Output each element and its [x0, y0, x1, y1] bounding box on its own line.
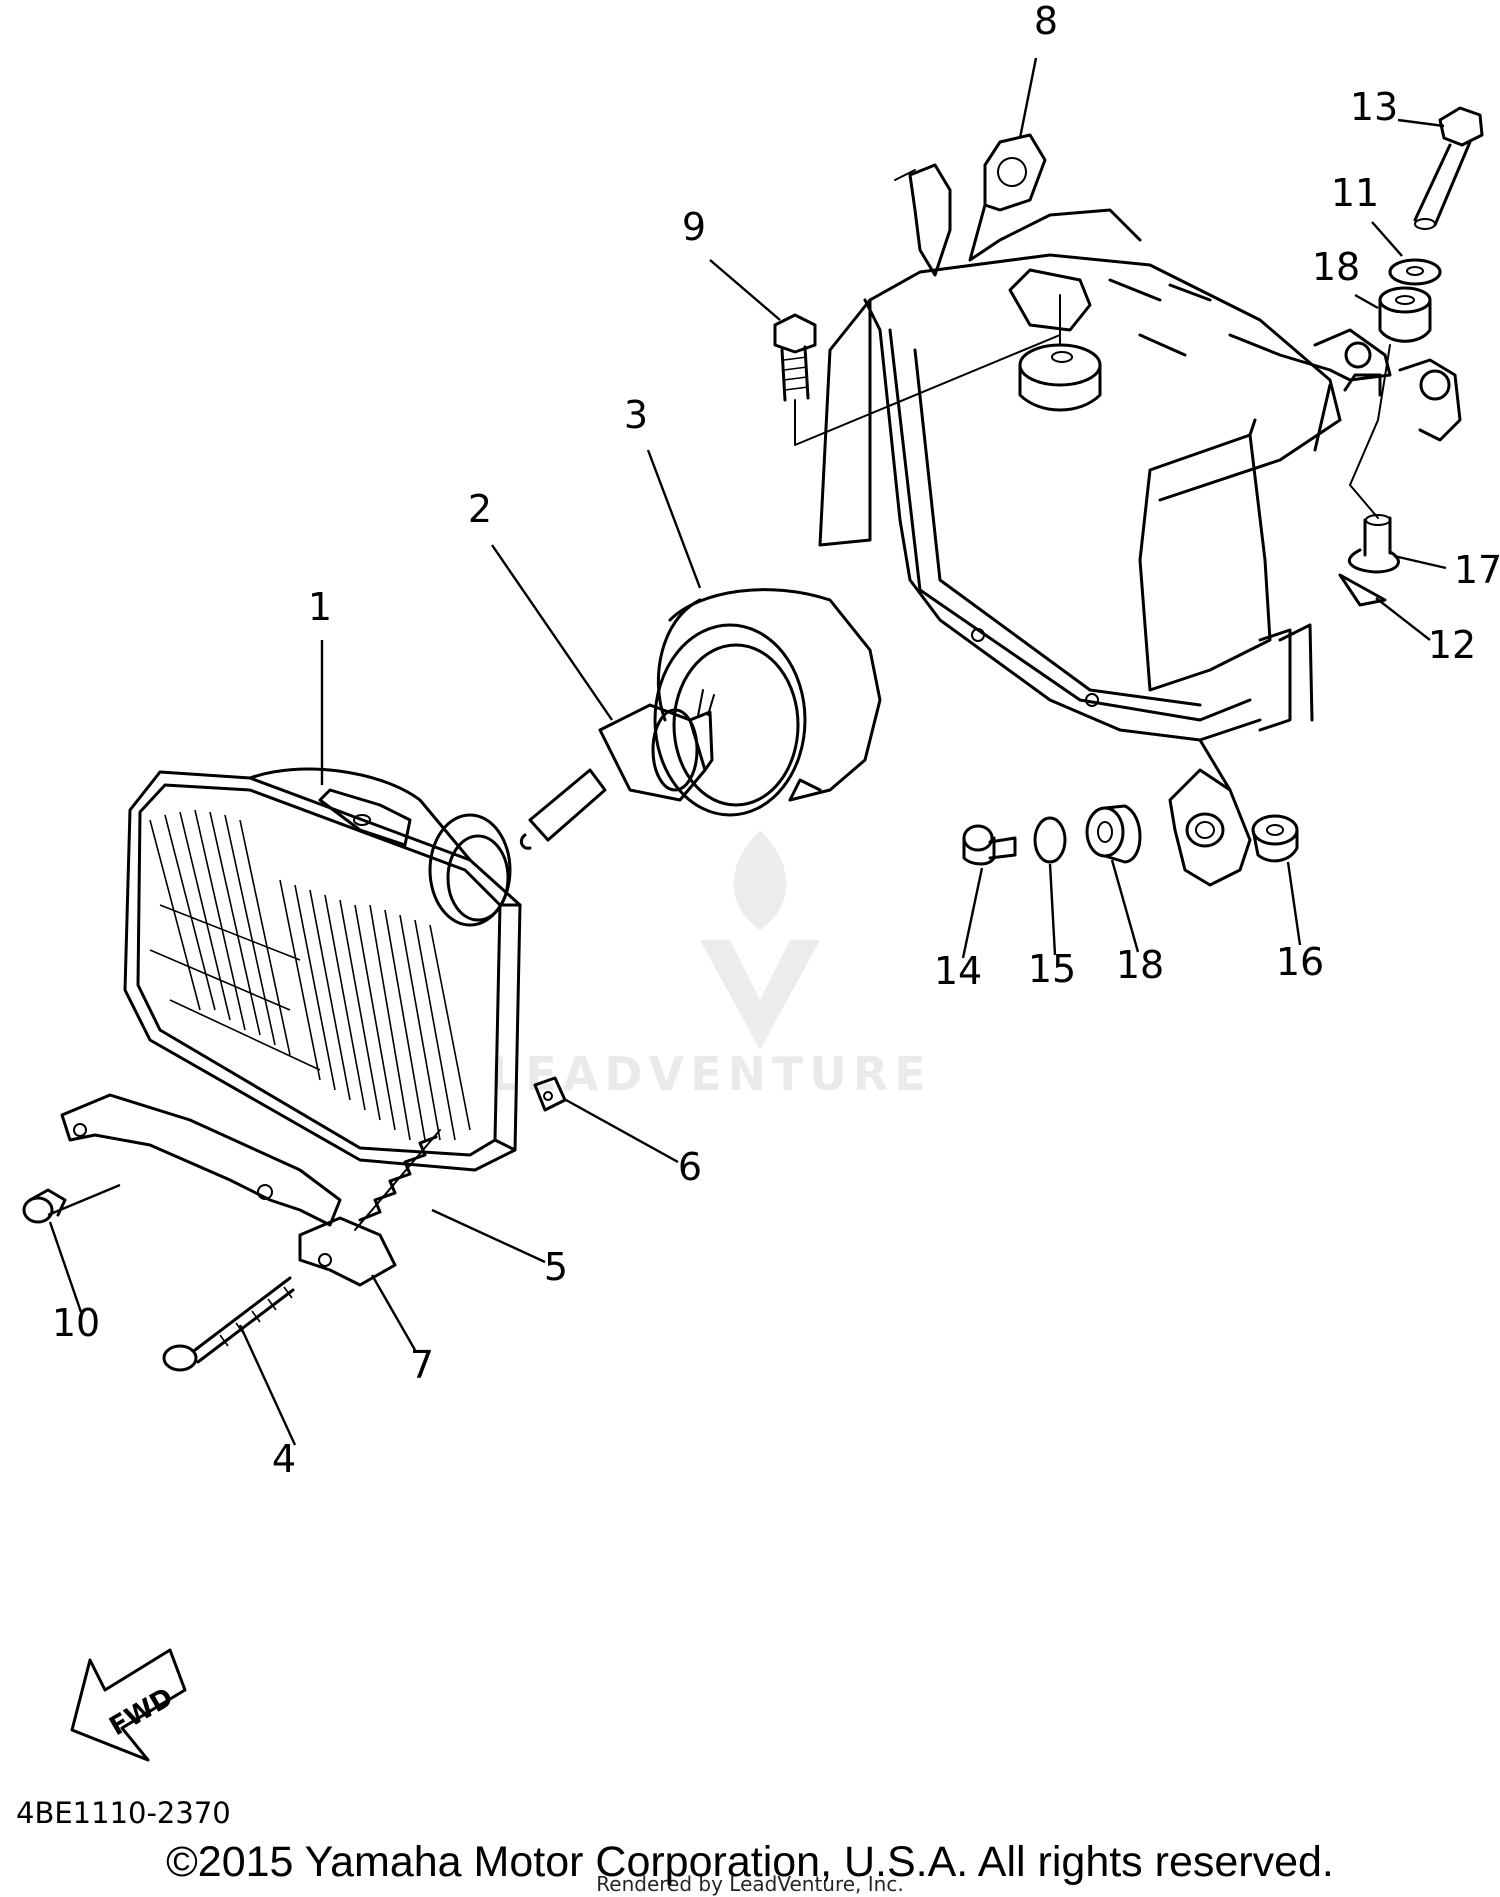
callout-number-11: 11	[1331, 171, 1379, 215]
collar-16	[1251, 814, 1299, 863]
callout-number-4: 4	[272, 1437, 296, 1481]
callout-number-7: 7	[410, 1343, 434, 1387]
callout-number-1: 1	[308, 585, 332, 629]
headlight-unit	[123, 767, 522, 1172]
fwd-label: FWD	[104, 1682, 178, 1742]
grommet-18-upper	[1378, 286, 1432, 343]
callout-number-9: 9	[682, 205, 706, 249]
bolt-13	[1413, 106, 1484, 230]
callout-number-12: 12	[1428, 623, 1476, 667]
collar-17	[1347, 514, 1400, 574]
callout-number-18: 18	[1312, 245, 1360, 289]
bolt-14	[962, 824, 1017, 866]
callout-number-16: 16	[1276, 940, 1324, 984]
bulb-socket-cover	[653, 588, 882, 817]
callout-number-3: 3	[624, 393, 648, 437]
bolt-9	[773, 313, 817, 402]
callout-number-15: 15	[1028, 947, 1076, 991]
callout-number-14: 14	[934, 949, 982, 993]
copyright-notice: ©2015 Yamaha Motor Corporation, U.S.A. A…	[166, 1838, 1334, 1886]
leadventure-watermark-logo	[700, 830, 820, 1050]
diagram-code: 4BE1110-2370	[16, 1796, 231, 1830]
grommet-18-lower	[1085, 804, 1142, 864]
flange-bolt-10	[22, 1188, 67, 1224]
leader-lines	[47, 57, 1447, 1446]
callout-number-13: 13	[1350, 85, 1398, 129]
lower-bracket	[60, 1093, 397, 1287]
callout-number-17: 17	[1454, 548, 1500, 592]
rendered-by-notice: Rendered by LeadVenture, Inc.	[596, 1872, 904, 1896]
callout-number-18: 18	[1116, 943, 1164, 987]
nut	[533, 1076, 567, 1112]
callout-number-10: 10	[52, 1301, 100, 1345]
washer-15	[1033, 816, 1067, 864]
spring	[354, 1129, 441, 1231]
clip-12	[1338, 573, 1387, 607]
callout-number-8: 8	[1034, 0, 1058, 43]
headlight-mounting-frame	[818, 133, 1462, 887]
fwd-arrow-icon: FWD	[70, 1648, 187, 1762]
callout-number-2: 2	[468, 487, 492, 531]
callout-number-5: 5	[544, 1245, 568, 1289]
watermark-text: LEADVENTURE	[490, 1047, 932, 1101]
callout-number-6: 6	[678, 1145, 702, 1189]
washer-11	[1388, 258, 1442, 286]
adjusting-screw	[162, 1276, 295, 1372]
